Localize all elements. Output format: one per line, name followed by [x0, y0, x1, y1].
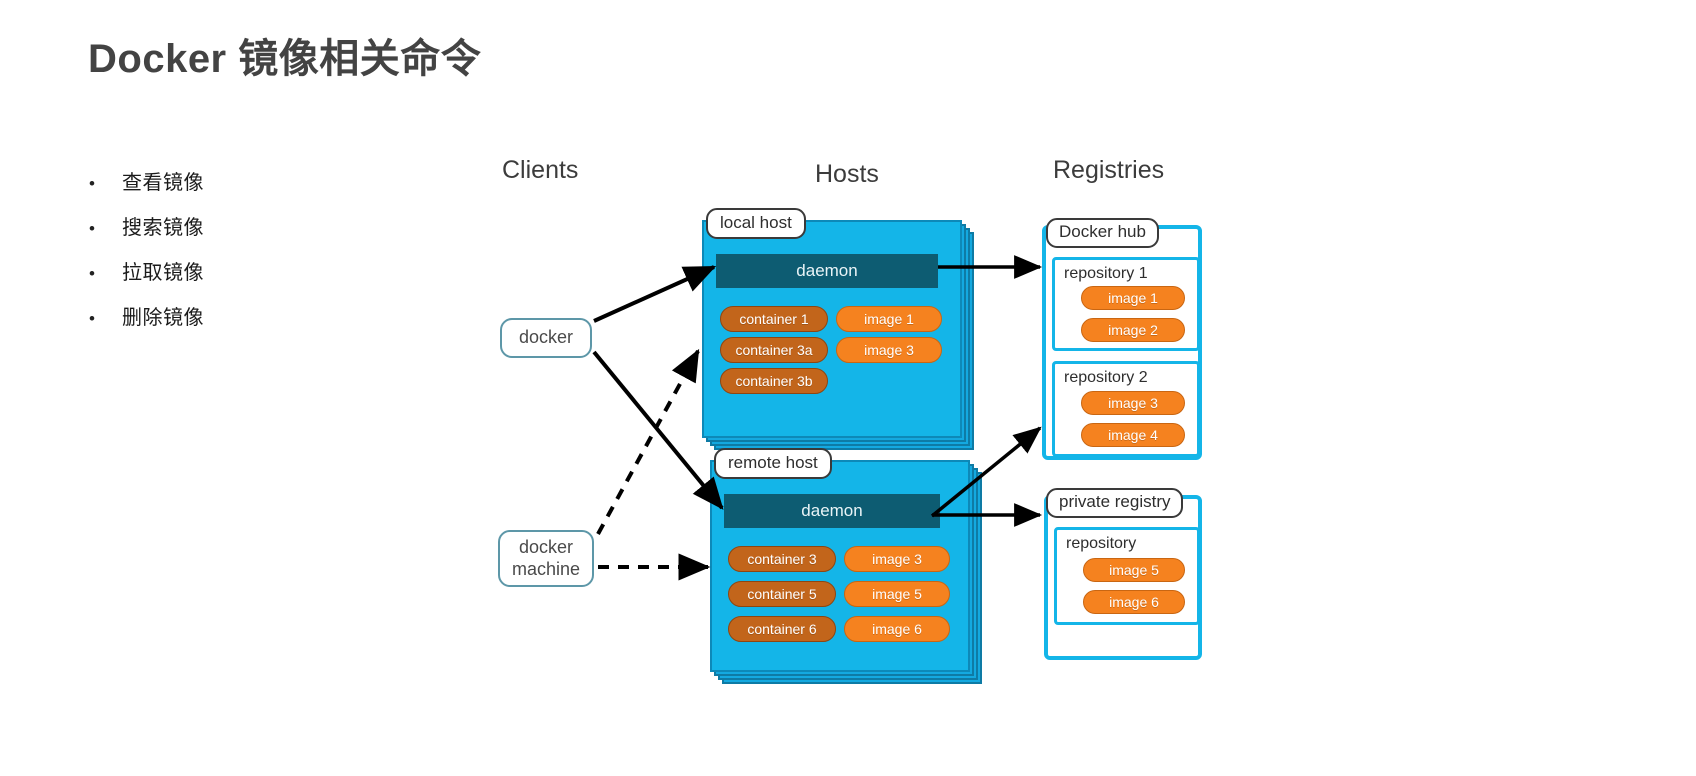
image-pill: image 2: [1081, 318, 1185, 342]
docker-architecture-diagram: Clients Hosts Registries docker docker m…: [470, 130, 1260, 710]
image-pill: image 1: [1081, 286, 1185, 310]
container-pill: container 1: [720, 306, 828, 332]
repository-title: repository 2: [1064, 369, 1148, 386]
repository-card: repository 2 image 3 image 4: [1052, 361, 1200, 457]
list-item-label: 搜索镜像: [122, 217, 204, 239]
bullet-marker-icon: •: [89, 219, 95, 238]
list-item-label: 删除镜像: [122, 307, 204, 329]
client-docker-label: docker: [518, 327, 574, 348]
list-item: • 删除镜像: [84, 301, 414, 346]
registry-private: repository image 5 image 6: [1044, 495, 1202, 660]
image-pill: image 6: [1083, 590, 1185, 614]
bullet-marker-icon: •: [89, 264, 95, 283]
host-label-remote: remote host: [714, 448, 832, 480]
repository-title: repository 1: [1064, 265, 1148, 282]
bullet-marker-icon: •: [89, 309, 95, 328]
host-local: local host daemon container 1 container …: [702, 208, 982, 450]
image-pill: image 6: [844, 616, 950, 642]
column-heading-hosts: Hosts: [815, 160, 879, 188]
host-label-local: local host: [706, 208, 806, 240]
registry-docker-hub: repository 1 image 1 image 2 repository …: [1042, 225, 1202, 460]
host-remote: remote host daemon container 3 container…: [710, 448, 990, 690]
container-pill: container 6: [728, 616, 836, 642]
image-pill: image 1: [836, 306, 942, 332]
image-pill: image 3: [836, 337, 942, 363]
bullet-list: • 查看镜像 • 搜索镜像 • 拉取镜像 • 删除镜像: [84, 166, 414, 346]
container-pill: container 5: [728, 581, 836, 607]
client-docker-box[interactable]: docker: [500, 318, 592, 358]
column-heading-clients: Clients: [502, 156, 579, 184]
list-item: • 搜索镜像: [84, 211, 414, 256]
client-docker-machine-box[interactable]: docker machine: [498, 530, 594, 587]
container-pill: container 3: [728, 546, 836, 572]
list-item: • 拉取镜像: [84, 256, 414, 301]
repository-title: repository: [1066, 535, 1137, 552]
registry-label-private: private registry: [1046, 488, 1184, 518]
image-pill: image 3: [1081, 391, 1185, 415]
image-pill: image 3: [844, 546, 950, 572]
list-item-label: 查看镜像: [122, 172, 204, 194]
client-docker-machine-label: docker machine: [512, 537, 580, 581]
container-pill: container 3b: [720, 368, 828, 394]
image-pill: image 4: [1081, 423, 1185, 447]
repository-card: repository 1 image 1 image 2: [1052, 257, 1200, 351]
arrow-docker-to-local-daemon: [593, 265, 717, 323]
list-item-label: 拉取镜像: [122, 262, 204, 284]
image-pill: image 5: [1083, 558, 1185, 582]
column-heading-registries: Registries: [1053, 156, 1165, 184]
daemon-bar-local: daemon: [716, 254, 938, 288]
container-pill: container 3a: [720, 337, 828, 363]
repository-card: repository image 5 image 6: [1054, 527, 1200, 625]
bullet-marker-icon: •: [89, 174, 95, 193]
page-title: Docker 镜像相关命令: [88, 37, 482, 81]
image-pill: image 5: [844, 581, 950, 607]
arrow-docker-machine-to-local-host: [596, 348, 700, 535]
daemon-bar-remote: daemon: [724, 494, 940, 528]
registry-label-docker-hub: Docker hub: [1046, 218, 1159, 248]
client-docker-machine-line1: docker: [518, 536, 573, 557]
list-item: • 查看镜像: [84, 166, 414, 211]
client-docker-machine-line2: machine: [511, 558, 581, 579]
